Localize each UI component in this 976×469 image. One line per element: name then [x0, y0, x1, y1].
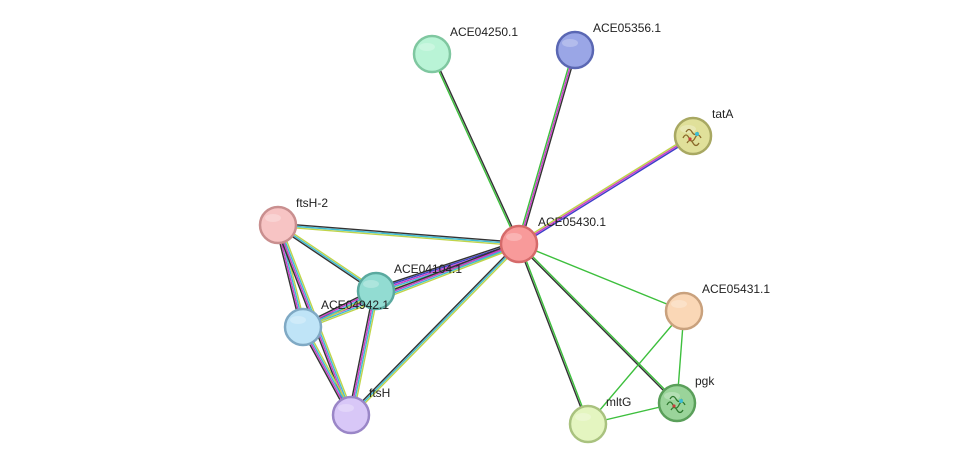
edge-strand: [518, 135, 694, 245]
node-ACE04942.1[interactable]: ACE04942.1: [283, 298, 389, 347]
node-circle[interactable]: [499, 224, 539, 264]
edge-strand: [302, 244, 520, 329]
node-circle[interactable]: [555, 30, 595, 70]
edge-ACE05430.1-mltG[interactable]: [517, 243, 590, 425]
edge-strand: [277, 222, 520, 244]
node-circle[interactable]: [657, 383, 697, 423]
edge-strand: [350, 243, 520, 416]
node-highlight: [575, 413, 591, 421]
node-label: mltG: [606, 395, 631, 409]
edge-strand: [430, 53, 519, 246]
edge-strand: [351, 244, 521, 417]
node-circle[interactable]: [673, 116, 713, 156]
edge-ACE05430.1-ftsH-2[interactable]: [277, 222, 520, 247]
edge-ACE05431.1-mltG[interactable]: [587, 310, 685, 425]
node-circle[interactable]: [568, 404, 608, 444]
node-highlight: [680, 125, 696, 133]
node-circle[interactable]: [283, 307, 323, 347]
node-label: ACE05431.1: [702, 282, 770, 296]
edge-strand: [517, 243, 678, 405]
node-label: tatA: [712, 107, 733, 121]
node-circle[interactable]: [258, 205, 298, 245]
protein-structure-icon: [682, 128, 702, 147]
protein-structure-icon: [666, 395, 686, 414]
node-ftsH-2[interactable]: ftsH-2: [258, 196, 328, 245]
node-highlight: [290, 316, 306, 324]
edge-strand: [347, 289, 375, 416]
node-highlight: [419, 43, 435, 51]
edge-strand: [374, 240, 519, 289]
node-highlight: [265, 214, 281, 222]
node-label: ACE04104.1: [394, 262, 462, 276]
node-ACE05431.1[interactable]: ACE05431.1: [664, 282, 770, 331]
node-ACE04250.1[interactable]: ACE04250.1: [412, 25, 518, 74]
node-label: ACE05356.1: [593, 21, 661, 35]
node-circle[interactable]: [356, 271, 396, 311]
edge-ACE05430.1-ftsH[interactable]: [349, 242, 521, 417]
edge-strand: [352, 290, 380, 417]
node-circle[interactable]: [412, 34, 452, 74]
edge-strand: [276, 225, 376, 294]
edge-ACE05430.1-pgk[interactable]: [517, 242, 679, 405]
edge-strand: [517, 133, 693, 244]
edge-strand: [349, 290, 376, 416]
edges-layer: [274, 48, 695, 425]
edge-strand: [518, 242, 679, 404]
edge-ACE05430.1-ACE04250.1[interactable]: [430, 52, 521, 246]
edge-ACE04104.1-ftsH[interactable]: [347, 289, 380, 417]
node-circle[interactable]: [331, 395, 371, 435]
node-highlight: [562, 39, 578, 47]
edge-strand: [519, 49, 578, 246]
node-label: ACE04942.1: [321, 298, 389, 312]
edge-strand: [303, 245, 521, 330]
edge-strand: [519, 136, 695, 247]
node-highlight: [338, 404, 354, 412]
node-highlight: [671, 300, 687, 308]
node-ftsH[interactable]: ftsH: [331, 386, 390, 435]
node-ACE04104.1[interactable]: ACE04104.1: [356, 262, 462, 311]
edge-strand: [518, 243, 685, 312]
edge-ACE05430.1-tatA[interactable]: [517, 133, 695, 247]
node-ACE05356.1[interactable]: ACE05356.1: [555, 21, 661, 70]
node-label: ACE05430.1: [538, 215, 606, 229]
node-label: ftsH: [369, 386, 390, 400]
edge-ACE05430.1-ACE05431.1[interactable]: [518, 243, 685, 312]
edge-ACE05430.1-ACE04942.1[interactable]: [301, 241, 521, 330]
edge-ftsH-2-ACE04104.1[interactable]: [276, 222, 378, 294]
node-highlight: [363, 280, 379, 288]
edge-strand: [349, 242, 519, 415]
edge-strand: [277, 224, 377, 292]
edge-strand: [277, 224, 520, 245]
edge-strand: [432, 52, 521, 245]
edge-strand: [587, 310, 685, 425]
edge-strand: [516, 48, 575, 245]
edge-strand: [517, 243, 588, 425]
node-mltG[interactable]: mltG: [568, 395, 631, 444]
node-highlight: [506, 233, 522, 241]
node-pgk[interactable]: pgk: [657, 374, 715, 423]
node-ACE05430.1[interactable]: ACE05430.1: [499, 215, 606, 264]
node-label: pgk: [695, 374, 715, 388]
edge-ACE05430.1-ACE05356.1[interactable]: [516, 48, 578, 246]
node-circle[interactable]: [664, 291, 704, 331]
edge-strand: [351, 290, 378, 416]
edge-strand: [278, 222, 378, 291]
node-label: ACE04250.1: [450, 25, 518, 39]
edge-strand: [518, 49, 576, 245]
edge-strand: [519, 243, 590, 425]
node-tatA[interactable]: tatA: [673, 107, 733, 156]
edge-strand: [277, 225, 520, 247]
node-highlight: [664, 392, 680, 400]
nodes-layer: ACE05430.1 ACE04250.1 ACE05356.1 tatA ftsH-2…: [258, 21, 770, 444]
node-label: ftsH-2: [296, 196, 328, 210]
